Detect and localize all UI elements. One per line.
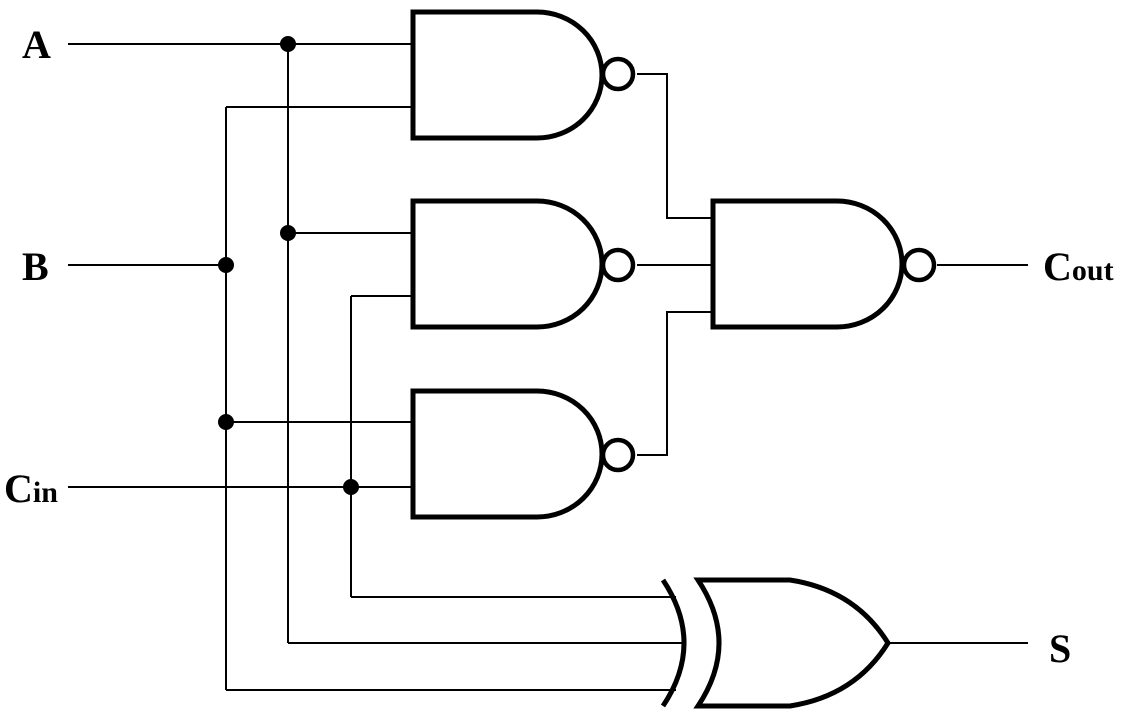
xor-gate-sum xyxy=(660,577,891,709)
nand-gate-3 xyxy=(410,388,636,520)
input-label-cin-subscript: in xyxy=(33,476,58,509)
wire-nand1-to-output-nand xyxy=(637,73,713,219)
input-label-cin-main: C xyxy=(4,466,33,511)
wire-nand3-to-output-nand xyxy=(637,311,713,456)
output-label-cout-subscript: out xyxy=(1072,254,1114,287)
input-label-b: B xyxy=(22,244,49,289)
junction-dot xyxy=(218,414,234,430)
output-label-cout-main: C xyxy=(1043,244,1072,289)
input-label-a: A xyxy=(22,22,51,67)
junction-dot xyxy=(280,225,296,241)
wire-input-a xyxy=(68,43,683,644)
junction-dot xyxy=(343,479,359,495)
junction-dot xyxy=(218,257,234,273)
junction-dot xyxy=(280,36,296,52)
output-label-cout: Cout xyxy=(1043,244,1114,289)
input-label-cin: Cin xyxy=(4,466,58,511)
wire-input-cin xyxy=(68,295,676,598)
output-label-sum: S xyxy=(1049,626,1071,671)
nand-gate-1 xyxy=(410,9,636,141)
wire-input-b xyxy=(68,106,676,691)
nand-gate-cout xyxy=(710,198,937,330)
nand-gate-2 xyxy=(410,198,636,330)
